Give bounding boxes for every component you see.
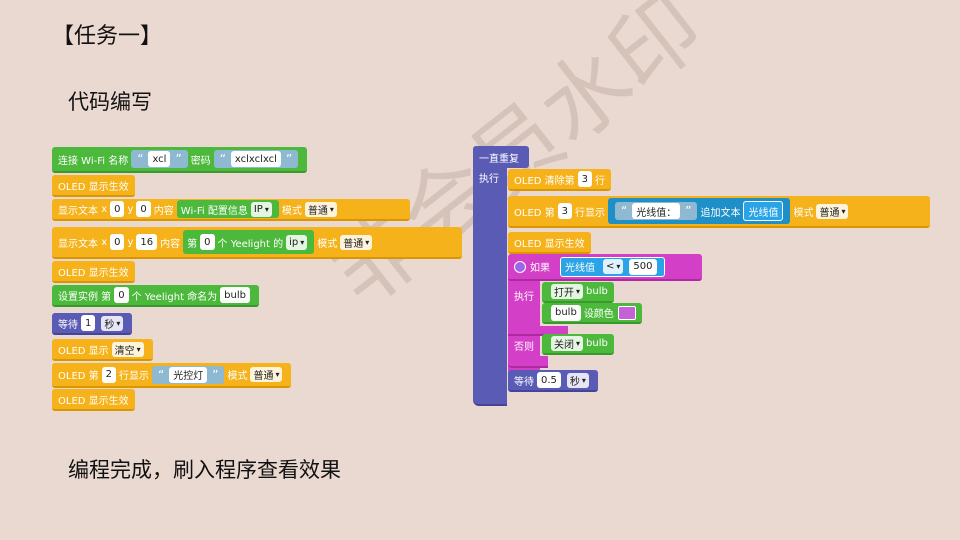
set-instance-block[interactable]: 设置实例 第 0 个 Yeelight 命名为 bulb xyxy=(52,285,259,307)
wifi-info-dropdown[interactable]: IP xyxy=(250,201,272,217)
wait-unit-dropdown[interactable]: 秒 xyxy=(101,315,124,331)
oled-apply-block[interactable]: OLED 显示生效 xyxy=(52,175,135,197)
yeelight-ip-block[interactable]: 第 0 个 Yeelight 的 ip xyxy=(183,230,315,254)
operator-dropdown[interactable]: < xyxy=(603,259,624,274)
slide-subtitle: 代码编写 xyxy=(68,90,152,114)
condition-block[interactable]: 光线值 < 500 xyxy=(560,256,665,277)
line-text-field[interactable]: 光控灯 xyxy=(169,366,208,383)
loop-block[interactable] xyxy=(473,146,507,406)
x-field[interactable]: 0 xyxy=(110,201,125,217)
y-field[interactable]: 0 xyxy=(136,201,151,217)
row-field[interactable]: 3 xyxy=(557,203,573,219)
oled-clear-row-block[interactable]: OLED 清除第 3 行 xyxy=(508,169,612,191)
index-field[interactable]: 0 xyxy=(200,234,215,250)
mode-dropdown[interactable]: 普通 xyxy=(816,203,849,219)
light-text-field[interactable]: 光线值： xyxy=(632,203,681,219)
y-field[interactable]: 16 xyxy=(136,234,158,250)
bulb-color-block[interactable]: bulb 设颜色 xyxy=(542,303,642,324)
password-field[interactable]: xclxclxcl xyxy=(230,151,281,167)
gear-icon[interactable] xyxy=(514,260,526,273)
loop-do-label: 执行 xyxy=(479,174,499,185)
color-swatch[interactable] xyxy=(617,305,636,320)
switch-dropdown[interactable]: 关闭 xyxy=(551,336,584,351)
oled-apply-block[interactable]: OLED 显示生效 xyxy=(52,261,135,283)
ip-dropdown[interactable]: ip xyxy=(286,234,308,250)
then-label: 执行 xyxy=(514,292,534,303)
else-label: 否则 xyxy=(514,342,534,353)
wifi-connect-block[interactable]: 连接 Wi-Fi 名称 “xcl” 密码 “xclxclxcl” xyxy=(52,147,308,173)
bulb-close-block[interactable]: 关闭 bulb xyxy=(542,334,614,355)
switch-dropdown[interactable]: 打开 xyxy=(551,284,584,299)
line-field[interactable]: 2 xyxy=(101,366,117,383)
mode-dropdown[interactable]: 普通 xyxy=(250,367,283,382)
oled-show-row-block[interactable]: OLED 第 3 行显示 “光线值：” 追加文本 光线值 模式 普通 xyxy=(508,196,930,228)
x-field[interactable]: 0 xyxy=(110,234,125,250)
instance-name-field[interactable]: bulb xyxy=(220,287,250,303)
wait-unit-dropdown[interactable]: 秒 xyxy=(566,372,589,388)
threshold-field[interactable]: 500 xyxy=(629,258,657,275)
wait-value-field[interactable]: 0.5 xyxy=(537,372,561,388)
bulb-name-field[interactable]: bulb xyxy=(551,304,581,321)
oled-apply-block[interactable]: OLED 显示生效 xyxy=(508,232,591,254)
bulb-open-block[interactable]: 打开 bulb xyxy=(542,282,614,303)
wait-value-field[interactable]: 1 xyxy=(81,315,96,331)
instance-index-field[interactable]: 0 xyxy=(114,287,129,303)
slide-footer: 编程完成，刷入程序查看效果 xyxy=(68,458,341,482)
loop-label: 一直重复 xyxy=(473,146,529,168)
wait-block[interactable]: 等待 0.5 秒 xyxy=(508,370,598,392)
mode-dropdown[interactable]: 普通 xyxy=(340,234,373,250)
light-var-block[interactable]: 光线值 xyxy=(743,201,784,221)
if-header[interactable]: 如果 光线值 < 500 xyxy=(508,254,702,281)
oled-clear-block[interactable]: OLED 显示 清空 xyxy=(52,339,153,361)
mode-dropdown[interactable]: 普通 xyxy=(304,201,337,217)
append-text-block[interactable]: “光线值：” 追加文本 光线值 xyxy=(608,198,791,224)
oled-clear-dropdown[interactable]: 清空 xyxy=(111,341,144,357)
wait-block[interactable]: 等待 1 秒 xyxy=(52,313,133,335)
show-text-block-2[interactable]: 显示文本 x 0 y 16 内容 第 0 个 Yeelight 的 ip 模式 … xyxy=(52,227,462,259)
ssid-field[interactable]: xcl xyxy=(148,151,171,167)
slide-title: 【任务一】 xyxy=(52,24,163,49)
oled-line-block[interactable]: OLED 第 2 行显示 “光控灯” 模式 普通 xyxy=(52,363,292,388)
oled-apply-block[interactable]: OLED 显示生效 xyxy=(52,389,135,411)
row-field[interactable]: 3 xyxy=(577,171,593,187)
